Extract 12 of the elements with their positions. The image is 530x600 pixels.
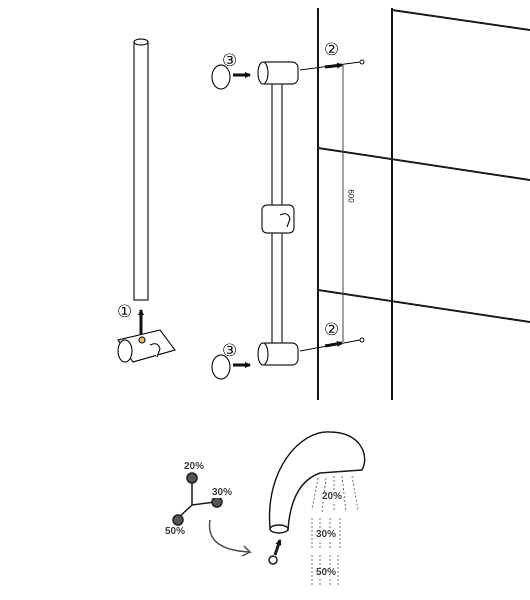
callout-number: ③: [222, 52, 237, 69]
percent-label: 50%: [316, 568, 336, 578]
percent-label: 20%: [322, 492, 342, 502]
percent-label: 20%: [184, 462, 204, 472]
dimension-label: 600: [346, 189, 355, 203]
callout-number: ③: [222, 342, 237, 359]
callout-number: ②: [324, 321, 339, 338]
percent-label: 50%: [165, 527, 186, 537]
callout-number: ①: [117, 303, 132, 320]
percent-label: 30%: [212, 488, 232, 498]
callout-number: ②: [324, 41, 339, 58]
percent-label: 30%: [316, 530, 336, 540]
